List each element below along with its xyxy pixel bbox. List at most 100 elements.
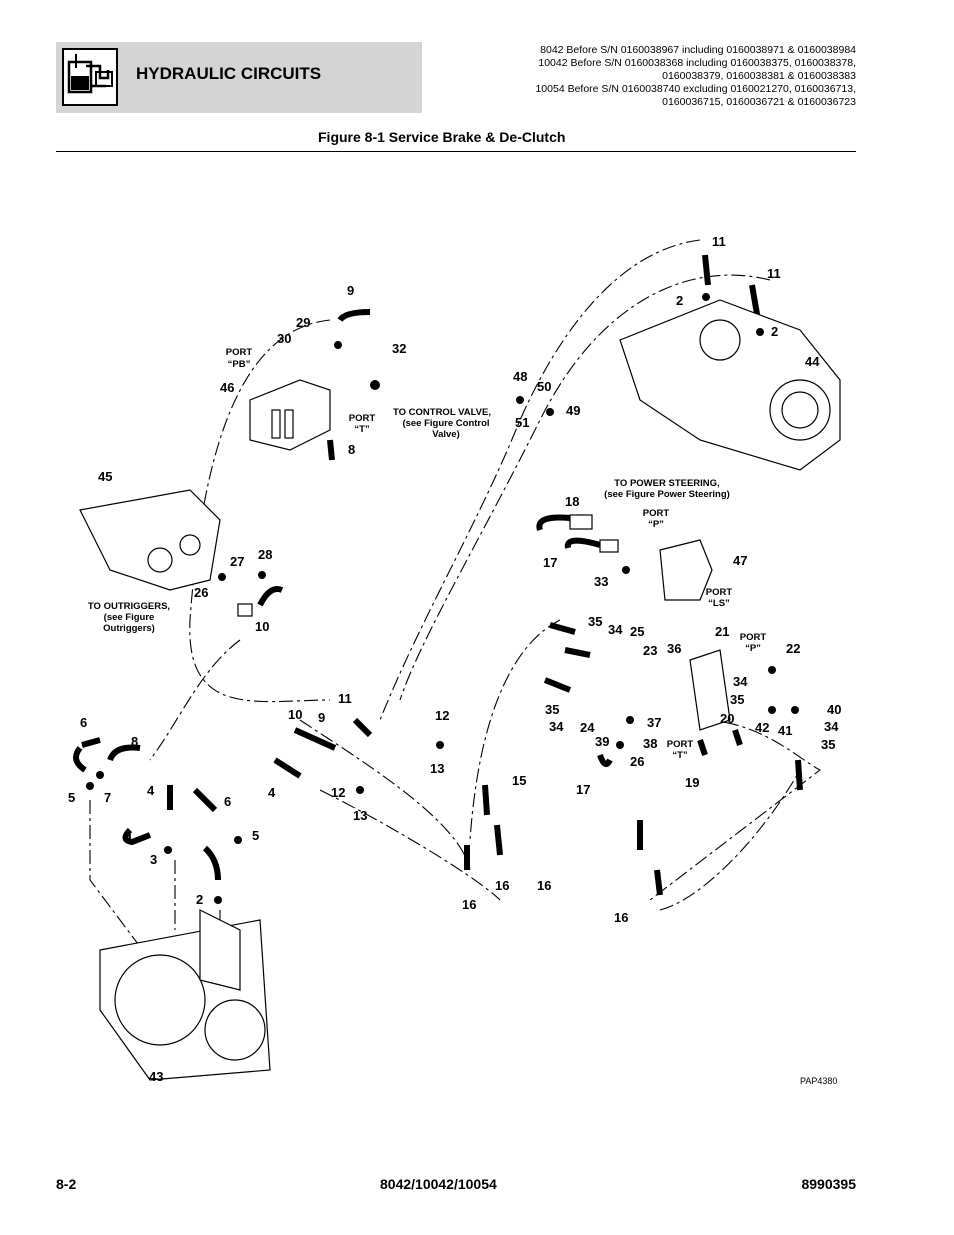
callout-label: 16 (537, 878, 551, 893)
fittings (86, 293, 799, 904)
note-line: PORT (706, 587, 733, 598)
callout-label: 35 (545, 702, 559, 717)
callout-label: 28 (258, 547, 272, 562)
note-line: PORT (667, 739, 694, 750)
callout-label: 2 (676, 293, 683, 308)
figure-title: Figure 8-1 Service Brake & De-Clutch (318, 129, 566, 145)
note-line: PORT (226, 347, 253, 358)
callout-label: 51 (515, 415, 529, 430)
callout-label: 40 (827, 702, 841, 717)
note-line: “PB” (228, 359, 251, 370)
header-banner: HYDRAULIC CIRCUITS (56, 42, 422, 113)
callout-label: 26 (194, 585, 208, 600)
callout-label: 34 (608, 622, 623, 637)
serial-line: 10054 Before S/N 0160038740 excluding 01… (535, 83, 856, 95)
callout-label: 18 (565, 494, 579, 509)
callout-label: 6 (80, 715, 87, 730)
callout-label: 25 (630, 624, 644, 639)
note-line: PORT (643, 508, 670, 519)
page-number: 8-2 (56, 1176, 77, 1192)
callout-label: 17 (543, 555, 557, 570)
callout-label: 34 (549, 719, 564, 734)
hoses (73, 254, 803, 896)
header-divider (56, 151, 856, 152)
serial-number-block: 8042 Before S/N 0160038967 including 016… (426, 44, 856, 109)
callout-label: 4 (268, 785, 276, 800)
note-line: “P” (648, 519, 664, 530)
note-line: “T” (672, 750, 688, 761)
callout-label: 42 (755, 720, 769, 735)
routing-lines (89, 239, 822, 990)
callout-label: 47 (733, 553, 747, 568)
callout-label: 48 (513, 369, 527, 384)
callout-label: 2 (196, 892, 203, 907)
callout-label: 5 (68, 790, 75, 805)
callout-label: 38 (643, 736, 657, 751)
model-numbers: 8042/10042/10054 (380, 1176, 497, 1192)
callout-label: 13 (430, 761, 444, 776)
callout-label: 21 (715, 624, 729, 639)
note-line: “P” (745, 643, 761, 654)
callout-label: 13 (353, 808, 367, 823)
serial-line: 10042 Before S/N 0160038368 including 01… (538, 57, 856, 69)
callout-label: 49 (566, 403, 580, 418)
callout-label: 15 (512, 773, 526, 788)
callout-label: 9 (347, 283, 354, 298)
callout-label: 32 (392, 341, 406, 356)
note-line: “T” (354, 424, 370, 435)
callout-label: 8 (348, 442, 355, 457)
callout-label: 11 (338, 691, 352, 706)
callout-label: 44 (805, 354, 820, 369)
callout-label: 22 (786, 641, 800, 656)
callout-label: 33 (594, 574, 608, 589)
note-line: Outriggers) (103, 623, 155, 634)
callout-label: 34 (733, 674, 748, 689)
callout-label: 26 (630, 754, 644, 769)
note-line: PORT (349, 413, 376, 424)
callout-label: 27 (230, 554, 244, 569)
callout-label: 39 (595, 734, 609, 749)
serial-line: 0160036715, 0160036721 & 0160036723 (662, 96, 856, 108)
note-line: TO POWER STEERING, (614, 478, 719, 489)
serial-line: 0160038379, 0160038381 & 0160038383 (662, 70, 856, 82)
part-number: 8990395 (801, 1176, 856, 1192)
note-line: TO OUTRIGGERS, (88, 601, 170, 612)
callout-label: 41 (778, 723, 792, 738)
callout-label: 5 (252, 828, 259, 843)
callout-label: 20 (720, 711, 734, 726)
callout-label: 34 (824, 719, 839, 734)
callout-label: 30 (277, 331, 291, 346)
section-title: HYDRAULIC CIRCUITS (136, 64, 322, 83)
callout-label: 1 (126, 831, 133, 846)
note-line: Valve) (432, 429, 459, 440)
callout-label: 11 (712, 234, 726, 249)
callout-label: 2 (771, 324, 778, 339)
callout-label: 12 (435, 708, 449, 723)
callout-label: 43 (149, 1069, 163, 1084)
callout-label: 24 (580, 720, 595, 735)
note-line: (see Figure Power Steering) (604, 489, 730, 500)
callout-label: 50 (537, 379, 551, 394)
callout-label: 16 (495, 878, 509, 893)
callout-label: 36 (667, 641, 681, 656)
figure-reference: PAP4380 (800, 1076, 837, 1086)
callout-label: 4 (147, 783, 155, 798)
callout-label: 29 (296, 315, 310, 330)
note-line: (see Figure (104, 612, 155, 623)
callout-label: 7 (104, 790, 111, 805)
callout-label: 9 (318, 710, 325, 725)
callout-label: 37 (647, 715, 661, 730)
port-notes: PORT “PB” PORT “T” TO CONTROL VALVE, (se… (88, 347, 766, 761)
callout-label: 35 (730, 692, 744, 707)
callout-label: 46 (220, 380, 234, 395)
note-line: PORT (740, 632, 767, 643)
callout-label: 6 (224, 794, 231, 809)
callout-label: 8 (131, 734, 138, 749)
components (79, 299, 841, 1081)
hydraulic-reservoir-icon (62, 48, 118, 106)
callout-label: 19 (685, 775, 699, 790)
callout-label: 3 (150, 852, 157, 867)
callout-label: 17 (576, 782, 590, 797)
callout-label: 45 (98, 469, 112, 484)
callout-label: 16 (462, 897, 476, 912)
